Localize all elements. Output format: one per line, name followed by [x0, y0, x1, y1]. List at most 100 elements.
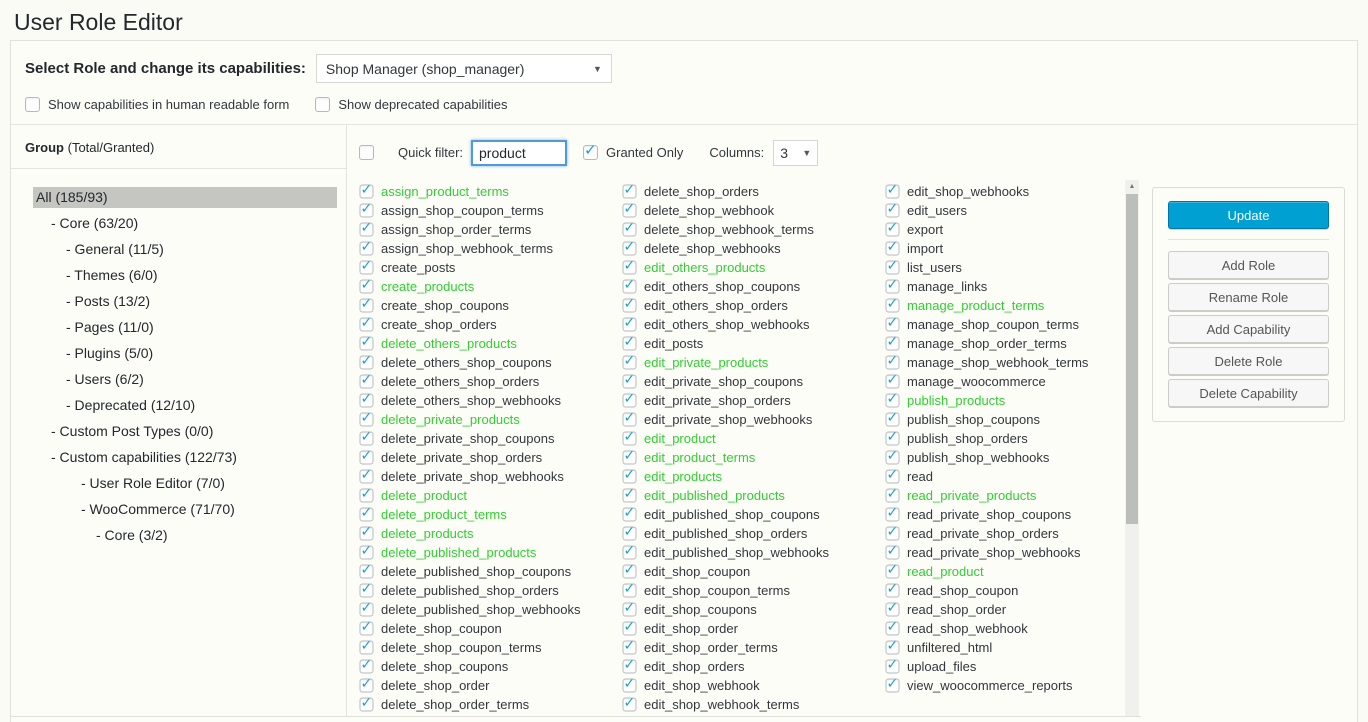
capability-checkbox[interactable]: ✓ — [622, 201, 637, 218]
scrollbar-thumb[interactable] — [1126, 194, 1138, 524]
capability-checkbox[interactable]: ✓ — [622, 486, 637, 503]
capability-checkbox[interactable]: ✓ — [885, 315, 900, 332]
capability-checkbox[interactable]: ✓ — [885, 410, 900, 427]
capability-checkbox[interactable]: ✓ — [359, 600, 374, 617]
capability-checkbox[interactable]: ✓ — [359, 277, 374, 294]
capability-checkbox[interactable]: ✓ — [359, 505, 374, 522]
capability-checkbox[interactable]: ✓ — [885, 524, 900, 541]
human-readable-checkbox[interactable]: ✓ — [25, 97, 40, 112]
capability-checkbox[interactable]: ✓ — [885, 676, 900, 693]
capability-checkbox[interactable]: ✓ — [359, 486, 374, 503]
group-tree-item[interactable]: - General (11/5) — [63, 239, 337, 260]
capability-checkbox[interactable]: ✓ — [359, 296, 374, 313]
capability-checkbox[interactable]: ✓ — [622, 220, 637, 237]
capability-checkbox[interactable]: ✓ — [885, 296, 900, 313]
capability-checkbox[interactable]: ✓ — [885, 448, 900, 465]
group-tree-item[interactable]: - Posts (13/2) — [63, 291, 337, 312]
capability-checkbox[interactable]: ✓ — [885, 562, 900, 579]
capability-checkbox[interactable]: ✓ — [885, 467, 900, 484]
capability-checkbox[interactable]: ✓ — [622, 277, 637, 294]
capability-checkbox[interactable]: ✓ — [622, 315, 637, 332]
capability-checkbox[interactable]: ✓ — [359, 334, 374, 351]
capability-checkbox[interactable]: ✓ — [885, 277, 900, 294]
capability-checkbox[interactable]: ✓ — [359, 258, 374, 275]
capability-checkbox[interactable]: ✓ — [622, 334, 637, 351]
group-tree-item[interactable]: - Users (6/2) — [63, 369, 337, 390]
columns-select[interactable]: 3 ▼ — [773, 139, 819, 166]
quick-filter-input[interactable] — [471, 139, 568, 166]
capability-checkbox[interactable]: ✓ — [359, 315, 374, 332]
capability-checkbox[interactable]: ✓ — [622, 524, 637, 541]
capability-checkbox[interactable]: ✓ — [359, 182, 374, 199]
capability-checkbox[interactable]: ✓ — [622, 676, 637, 693]
capability-checkbox[interactable]: ✓ — [622, 353, 637, 370]
capability-checkbox[interactable]: ✓ — [359, 410, 374, 427]
capability-checkbox[interactable]: ✓ — [622, 505, 637, 522]
capability-checkbox[interactable]: ✓ — [622, 581, 637, 598]
capability-checkbox[interactable]: ✓ — [622, 600, 637, 617]
capability-checkbox[interactable]: ✓ — [885, 220, 900, 237]
capability-checkbox[interactable]: ✓ — [622, 695, 637, 712]
capability-checkbox[interactable]: ✓ — [622, 467, 637, 484]
action-button-add-capability[interactable]: Add Capability — [1168, 315, 1329, 343]
show-deprecated-checkbox[interactable]: ✓ — [315, 97, 331, 112]
capability-checkbox[interactable]: ✓ — [622, 543, 637, 560]
action-button-delete-capability[interactable]: Delete Capability — [1168, 379, 1329, 407]
capability-checkbox[interactable]: ✓ — [885, 239, 900, 256]
capability-checkbox[interactable]: ✓ — [885, 182, 900, 199]
group-tree-item[interactable]: - Pages (11/0) — [63, 317, 337, 338]
capability-checkbox[interactable]: ✓ — [885, 372, 900, 389]
capability-checkbox[interactable]: ✓ — [622, 391, 637, 408]
group-tree-item[interactable]: All (185/93) — [33, 187, 337, 208]
capability-checkbox[interactable]: ✓ — [359, 391, 374, 408]
capability-checkbox[interactable]: ✓ — [885, 486, 900, 503]
update-button[interactable]: Update — [1168, 201, 1329, 229]
capability-checkbox[interactable]: ✓ — [359, 695, 374, 712]
capability-checkbox[interactable]: ✓ — [885, 334, 900, 351]
capability-checkbox[interactable]: ✓ — [359, 353, 374, 370]
granted-only-checkbox[interactable]: ✓ — [583, 142, 599, 160]
capability-checkbox[interactable]: ✓ — [885, 391, 900, 408]
capability-checkbox[interactable]: ✓ — [622, 239, 637, 256]
capability-checkbox[interactable]: ✓ — [359, 524, 374, 541]
capability-checkbox[interactable]: ✓ — [885, 429, 900, 446]
capability-checkbox[interactable]: ✓ — [885, 619, 900, 636]
group-tree-item[interactable]: - Core (63/20) — [48, 213, 337, 234]
capability-checkbox[interactable]: ✓ — [622, 638, 637, 655]
select-all-checkbox[interactable]: ✓ — [359, 145, 374, 160]
capability-checkbox[interactable]: ✓ — [885, 258, 900, 275]
capability-checkbox[interactable]: ✓ — [359, 448, 374, 465]
capability-checkbox[interactable]: ✓ — [885, 638, 900, 655]
capability-checkbox[interactable]: ✓ — [359, 201, 374, 218]
capability-checkbox[interactable]: ✓ — [359, 676, 374, 693]
group-tree-item[interactable]: - Custom Post Types (0/0) — [48, 421, 337, 442]
group-tree-item[interactable]: - WooCommerce (71/70) — [78, 499, 337, 520]
scroll-up-icon[interactable]: ▲ — [1128, 183, 1136, 190]
capability-checkbox[interactable]: ✓ — [359, 543, 374, 560]
capability-checkbox[interactable]: ✓ — [885, 505, 900, 522]
capability-checkbox[interactable]: ✓ — [359, 581, 374, 598]
capability-checkbox[interactable]: ✓ — [885, 543, 900, 560]
capability-checkbox[interactable]: ✓ — [622, 448, 637, 465]
capability-checkbox[interactable]: ✓ — [622, 372, 637, 389]
capability-checkbox[interactable]: ✓ — [622, 296, 637, 313]
capability-checkbox[interactable]: ✓ — [359, 239, 374, 256]
capability-checkbox[interactable]: ✓ — [622, 410, 637, 427]
capability-checkbox[interactable]: ✓ — [359, 638, 374, 655]
capability-checkbox[interactable]: ✓ — [359, 657, 374, 674]
capability-checkbox[interactable]: ✓ — [622, 619, 637, 636]
group-tree-item[interactable]: - User Role Editor (7/0) — [78, 473, 337, 494]
capability-checkbox[interactable]: ✓ — [359, 220, 374, 237]
capability-checkbox[interactable]: ✓ — [359, 429, 374, 446]
action-button-add-role[interactable]: Add Role — [1168, 251, 1329, 279]
action-button-delete-role[interactable]: Delete Role — [1168, 347, 1329, 375]
capability-checkbox[interactable]: ✓ — [885, 353, 900, 370]
capability-checkbox[interactable]: ✓ — [885, 581, 900, 598]
group-tree-item[interactable]: - Custom capabilities (122/73) — [48, 447, 337, 468]
role-select[interactable]: Shop Manager (shop_manager) ▼ — [315, 54, 612, 83]
capability-checkbox[interactable]: ✓ — [622, 657, 637, 674]
action-button-rename-role[interactable]: Rename Role — [1168, 283, 1329, 311]
capability-checkbox[interactable]: ✓ — [622, 429, 637, 446]
capability-checkbox[interactable]: ✓ — [359, 467, 374, 484]
group-tree-item[interactable]: - Core (3/2) — [93, 525, 337, 546]
